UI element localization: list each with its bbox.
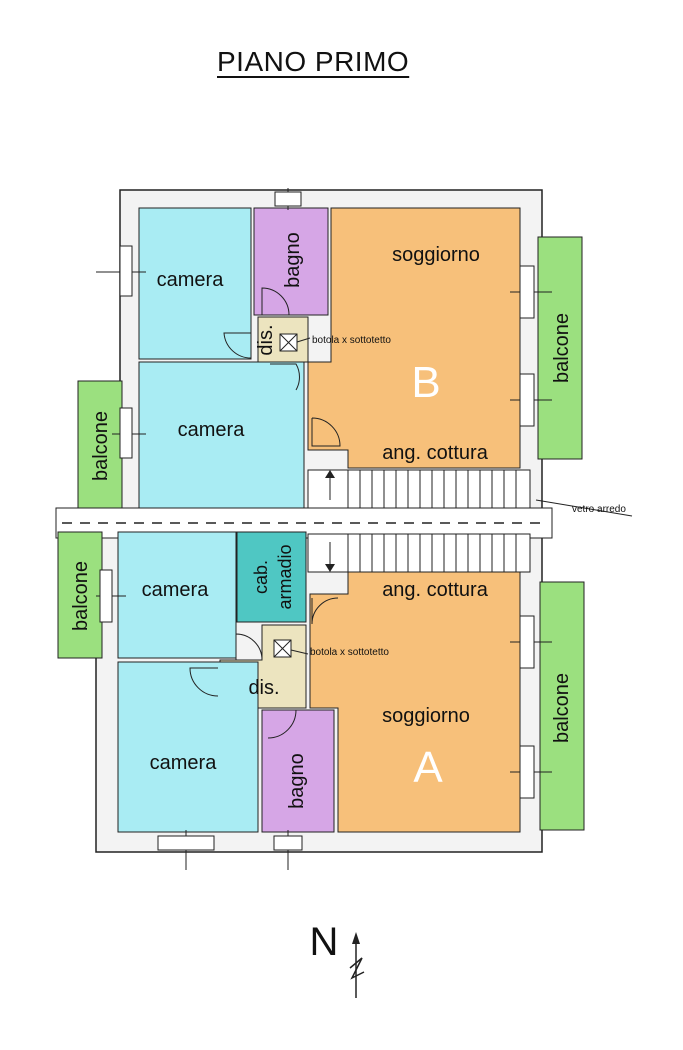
room-bagno-b — [253, 207, 329, 316]
door-bagno-b — [261, 287, 290, 316]
balcone-a-left — [57, 531, 103, 659]
window-camera-a2 — [157, 835, 215, 851]
stair-box-a — [307, 533, 531, 573]
window-camera-b1 — [119, 245, 133, 297]
room-soggiorno-a — [309, 571, 521, 833]
door-camera-a2 — [189, 667, 219, 697]
room-bagno-a — [261, 709, 335, 833]
door-camera-a1 — [235, 633, 263, 661]
stair-arrow-head — [325, 564, 335, 572]
label-dis-b: dis. — [255, 324, 277, 355]
hatch-b-leader — [296, 337, 311, 343]
north-arrow: N — [310, 920, 365, 998]
label-bagno-b: bagno — [282, 232, 304, 288]
label-bagno-a: bagno — [286, 753, 308, 809]
label-balcone-b-left: balcone — [90, 411, 112, 481]
label-hatch-a: botola x sottotetto — [310, 647, 389, 658]
label-soggiorno-a: soggiorno — [382, 705, 470, 727]
doors — [189, 287, 341, 739]
door-soggiorno-a — [311, 597, 339, 625]
room-camera-b1 — [138, 207, 252, 360]
door-soggiorno-b — [311, 417, 341, 447]
balcone-b-left — [77, 380, 123, 510]
glass-leader-line — [535, 499, 633, 517]
window-bagno-a — [273, 835, 303, 851]
hatch-a-leader — [290, 649, 309, 655]
balcone-b-right — [537, 236, 583, 460]
stair-box-b — [307, 469, 531, 513]
page-title: PIANO PRIMO — [217, 46, 410, 77]
label-soggiorno-b: soggiorno — [392, 244, 480, 266]
window-soggiorno-a1 — [519, 615, 535, 669]
label-balcone-a-left: balcone — [70, 561, 92, 631]
north-arrow-zigzag — [349, 957, 365, 980]
stairs-a — [307, 533, 531, 573]
unit-a — [57, 531, 585, 833]
room-camera-a2 — [117, 661, 259, 833]
label-hatch-b: botola x sottotetto — [312, 335, 391, 346]
label-ang-cottura-b: ang. cottura — [382, 442, 489, 464]
window-camera-a1 — [99, 569, 113, 623]
door-camera-b2 — [270, 363, 300, 391]
window-soggiorno-a2 — [519, 745, 535, 799]
label-camera-b1: camera — [157, 269, 225, 291]
stairs-b — [307, 469, 531, 513]
unit-letter-b: B — [411, 358, 440, 407]
label-camera-a2: camera — [150, 752, 218, 774]
unit-letter-a: A — [413, 743, 443, 792]
label-ang-cottura-a: ang. cottura — [382, 579, 489, 601]
window-bagno-b — [274, 191, 302, 207]
windows — [96, 188, 552, 870]
label-vetro-arredo: vetro arredo — [572, 504, 626, 515]
label-cabina-a-line1: cab. — [251, 560, 271, 594]
room-camera-a1 — [117, 531, 237, 659]
hatch-b-cross-2 — [279, 333, 298, 352]
unit-b — [77, 207, 583, 511]
label-camera-a1: camera — [142, 579, 210, 601]
north-arrow-head — [352, 932, 360, 944]
room-cabina-a — [236, 531, 307, 623]
window-soggiorno-b1 — [519, 265, 535, 319]
stair-arrow-head — [325, 470, 335, 478]
hatch-a-cross-2 — [273, 639, 292, 658]
window-camera-b2 — [119, 407, 133, 459]
label-balcone-b-right: balcone — [551, 313, 573, 383]
label-cabina-a-line2: armadio — [275, 544, 295, 609]
north-letter: N — [310, 920, 339, 964]
label-camera-b2: camera — [178, 419, 246, 441]
label-dis-a: dis. — [248, 677, 279, 699]
door-camera-b1 — [223, 332, 252, 359]
door-bagno-a — [267, 709, 297, 739]
label-balcone-a-right: balcone — [551, 673, 573, 743]
window-soggiorno-b2 — [519, 373, 535, 427]
balcone-a-right — [539, 581, 585, 831]
